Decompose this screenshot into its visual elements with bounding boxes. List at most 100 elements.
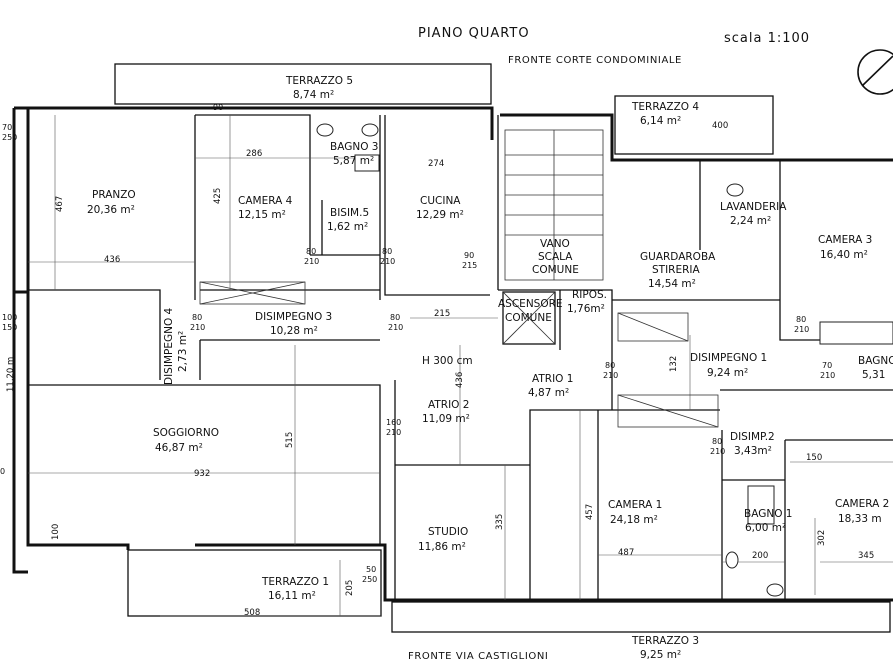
door-250: 250 (2, 133, 17, 142)
door-70b: 70 (822, 361, 832, 370)
ripos-name: RIPOS. (572, 289, 607, 301)
guardaroba-l1: GUARDAROBA (640, 251, 716, 263)
dimension-lines (28, 115, 893, 617)
dim-150: 150 (806, 453, 822, 463)
ascensore-l1: ASCENSORE (498, 298, 563, 310)
pranzo-area: 20,36 m² (87, 204, 135, 216)
terrazzo4-outline (614, 95, 774, 155)
disim5-area: 1,62 m² (327, 221, 368, 233)
bagno2-area: 5,31 (862, 369, 885, 381)
terrazzo5-name: TERRAZZO 5 (285, 75, 353, 87)
cucina-area: 12,29 m² (416, 209, 464, 221)
plan-title: PIANO QUARTO (418, 26, 530, 41)
camera3-name: CAMERA 3 (818, 234, 872, 246)
ascensore-l2: COMUNE (505, 312, 552, 324)
dim-200: 200 (752, 551, 768, 561)
dim-508: 508 (244, 608, 260, 618)
door-80a: 80 (306, 247, 316, 256)
vano-scala-l3: COMUNE (532, 264, 579, 276)
dim-457: 457 (585, 504, 595, 520)
elevator-icon (502, 291, 556, 345)
front-top-label: FRONTE CORTE CONDOMINIALE (508, 55, 682, 66)
door-80c: 80 (192, 313, 202, 322)
studio-name: STUDIO (428, 526, 468, 538)
terrazzo3-name: TERRAZZO 3 (631, 635, 699, 647)
dim-205: 205 (345, 580, 355, 596)
disimpegno4-area: 2,73 m² (177, 331, 189, 372)
ripos-area: 1,76m² (567, 303, 605, 315)
atrio2-area: 11,09 m² (422, 413, 470, 425)
disimpegno4-name: DISIMPEGNO 4 (163, 307, 175, 385)
disimpegno2-area: 3,43m² (734, 445, 772, 457)
camera4-area: 12,15 m² (238, 209, 286, 221)
pranzo-name: PRANZO (92, 189, 136, 201)
terrazzo1-area: 16,11 m² (268, 590, 316, 602)
camera3-area: 16,40 m² (820, 249, 868, 261)
disim5-name: BISIM.5 (330, 207, 369, 219)
disimpegno2-name: DISIMP.2 (730, 431, 775, 443)
dim-345: 345 (858, 551, 874, 561)
door-215: 215 (462, 261, 477, 270)
dim-932: 932 (194, 469, 210, 479)
atrio1-name: ATRIO 1 (532, 373, 573, 385)
dim-132: 132 (669, 356, 679, 372)
door-80g: 80 (712, 437, 722, 446)
disimpegno3-area: 10,28 m² (270, 325, 318, 337)
door-210b: 210 (380, 257, 395, 266)
room-labels: TERRAZZO 5 8,74 m² TERRAZZO 4 6,14 m² BA… (87, 75, 893, 661)
disimpegno3-name: DISIMPEGNO 3 (255, 311, 332, 323)
terrazzo3-outline (391, 601, 891, 633)
door-90b: 90 (464, 251, 474, 260)
dim-1120: 11,20 m (6, 357, 16, 392)
plan-scale: scala 1:100 (724, 31, 810, 46)
door-150: 150 (2, 323, 17, 332)
soggiorno-name: SOGGIORNO (153, 427, 219, 439)
door-labels: 90 90 215 70 250 80 210 80 210 80 210 80… (0, 103, 835, 584)
vano-scala-l2: SCALA (538, 251, 573, 263)
terrazzo1-outline (127, 549, 382, 617)
sanitary-fixtures-icon (316, 123, 893, 597)
atrio1-area: 4,87 m² (528, 387, 569, 399)
dim-286: 286 (246, 149, 262, 159)
door-210e: 210 (603, 371, 618, 380)
camera2-name: CAMERA 2 (835, 498, 889, 510)
dim-400: 400 (712, 121, 728, 131)
dim-436b: 436 (455, 372, 465, 388)
door-70: 70 (2, 123, 12, 132)
terrazzo5-area: 8,74 m² (293, 89, 334, 101)
terrazzo4-area: 6,14 m² (640, 115, 681, 127)
bagno1-area: 6,00 m² (745, 522, 786, 534)
door-210h: 210 (386, 428, 401, 437)
guardaroba-area: 14,54 m² (648, 278, 696, 290)
dim-274: 274 (428, 159, 444, 169)
door-80d: 80 (390, 313, 400, 322)
door-100: 100 (2, 313, 17, 322)
front-bottom-label: FRONTE VIA CASTIGLIONI (408, 651, 548, 662)
door-210a: 210 (304, 257, 319, 266)
bagno3-area: 5,87 m² (333, 155, 374, 167)
camera4-name: CAMERA 4 (238, 195, 293, 207)
dim-467: 467 (55, 196, 65, 212)
exterior-wall (12, 106, 893, 602)
disimpegno1-area: 9,24 m² (707, 367, 748, 379)
bagno2-name: BAGNO (858, 355, 893, 367)
door-210g: 210 (820, 371, 835, 380)
door-80f: 80 (796, 315, 806, 324)
door-160: 160 (386, 418, 401, 427)
dim-215: 215 (434, 309, 450, 319)
atrio2-name: ATRIO 2 (428, 399, 469, 411)
cucina-name: CUCINA (420, 195, 461, 207)
soggiorno-area: 46,87 m² (155, 442, 203, 454)
door-210f: 210 (794, 325, 809, 334)
door-0: 0 (0, 467, 5, 476)
door-80e: 80 (605, 361, 615, 370)
terrazzo3-area: 9,25 m² (640, 649, 681, 661)
dim-100: 100 (51, 524, 61, 540)
door-250b: 250 (362, 575, 377, 584)
door-210i: 210 (710, 447, 725, 456)
vano-scala-l1: VANO (540, 238, 570, 250)
height-label: H 300 cm (422, 355, 473, 367)
disimpegno1-name: DISIMPEGNO 1 (690, 352, 767, 364)
terrazzo4-name: TERRAZZO 4 (631, 101, 699, 113)
